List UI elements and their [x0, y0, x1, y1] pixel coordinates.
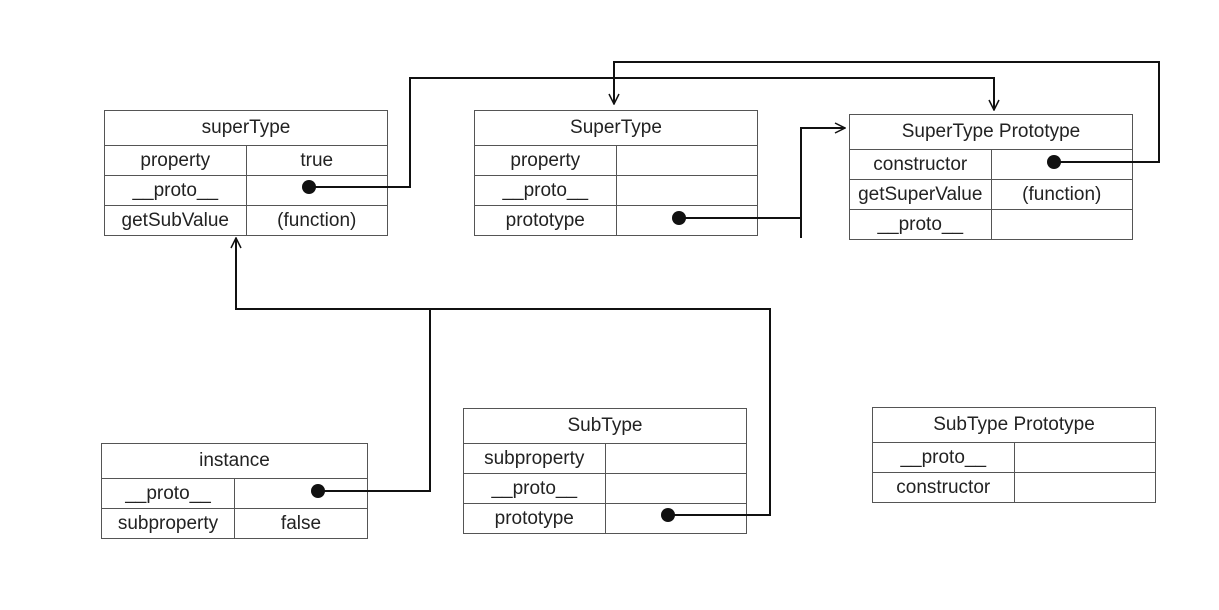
property-row: __proto__ — [102, 479, 367, 509]
box-title: SuperType — [475, 111, 757, 146]
property-row: subproperty — [464, 444, 746, 474]
property-row: __proto__ — [475, 176, 757, 206]
property-value: (function) — [1022, 183, 1102, 205]
property-row: prototype — [475, 206, 757, 235]
property-row: prototype — [464, 504, 746, 533]
pointer-dot — [661, 508, 675, 522]
box-title: instance — [102, 444, 367, 479]
property-value: (function) — [277, 209, 357, 231]
property-row: __proto__ — [464, 474, 746, 504]
constructor-link — [614, 61, 1160, 163]
supertype-constructor-box: SuperType property __proto__ prototype — [474, 110, 758, 236]
supertype-prototype-box: SuperType Prototype constructor getSuper… — [849, 114, 1133, 240]
property-value: false — [280, 512, 322, 534]
property-key: __proto__ — [464, 474, 606, 503]
subtype-prototype-box: SubType Prototype __proto__ constructor — [872, 407, 1156, 503]
property-row: subproperty false — [102, 509, 367, 538]
proto-link-supertype — [309, 77, 994, 188]
property-key: property — [475, 146, 617, 175]
property-key: constructor — [850, 150, 992, 179]
property-row: __proto__ — [105, 176, 387, 206]
property-key: prototype — [475, 206, 617, 235]
supertype-object-box: superType property true __proto__ getSub… — [104, 110, 388, 236]
property-key: property — [105, 146, 247, 175]
property-row: getSubValue (function) — [105, 206, 387, 235]
property-key: __proto__ — [105, 176, 247, 205]
property-key: prototype — [464, 504, 606, 533]
property-row: getSuperValue (function) — [850, 180, 1132, 210]
pointer-dot — [302, 180, 316, 194]
pointer-dot — [311, 484, 325, 498]
proto-link-instance — [318, 309, 431, 492]
property-key: __proto__ — [475, 176, 617, 205]
property-key: getSubValue — [105, 206, 247, 235]
property-row: property — [475, 146, 757, 176]
property-row: constructor — [850, 150, 1132, 180]
property-key: subproperty — [464, 444, 606, 473]
property-row: property true — [105, 146, 387, 176]
property-row: __proto__ — [873, 443, 1155, 473]
property-value: true — [300, 149, 334, 171]
property-row: __proto__ — [850, 210, 1132, 239]
property-key: __proto__ — [850, 210, 992, 239]
property-key: __proto__ — [102, 479, 235, 508]
box-title: SuperType Prototype — [850, 115, 1132, 150]
property-key: constructor — [873, 473, 1015, 502]
subtype-constructor-box: SubType subproperty __proto__ prototype — [463, 408, 747, 534]
property-key: getSuperValue — [850, 180, 992, 209]
box-title: SubType Prototype — [873, 408, 1155, 443]
property-key: subproperty — [102, 509, 235, 538]
box-title: superType — [105, 111, 387, 146]
prototype-link-subtype — [236, 238, 771, 516]
box-title: SubType — [464, 409, 746, 444]
prototype-link-supertype — [679, 128, 845, 219]
property-key: __proto__ — [873, 443, 1015, 472]
property-row: constructor — [873, 473, 1155, 502]
pointer-dot — [1047, 155, 1061, 169]
pointer-dot — [672, 211, 686, 225]
